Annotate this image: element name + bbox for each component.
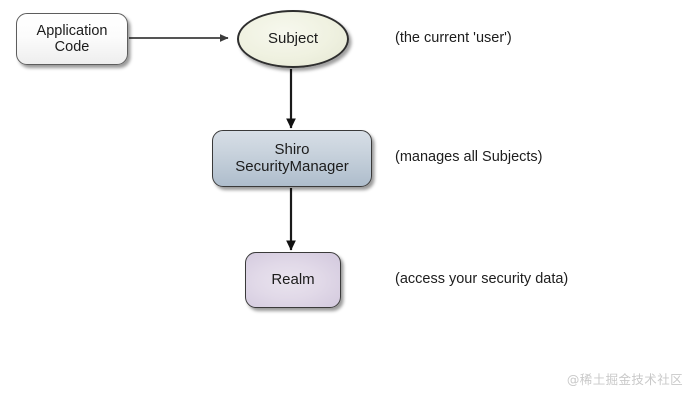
node-subject-label: Subject xyxy=(267,29,319,47)
node-realm-label: Realm xyxy=(271,270,315,288)
caption-realm: (access your security data) xyxy=(395,271,569,287)
node-application-code[interactable]: Application Code xyxy=(16,13,128,65)
node-realm[interactable]: Realm xyxy=(245,252,341,308)
node-subject[interactable]: Subject xyxy=(237,10,349,68)
node-application-code-label: Application Code xyxy=(36,22,108,55)
caption-subject: (the current 'user') xyxy=(395,30,512,46)
node-security-manager[interactable]: Shiro SecurityManager xyxy=(212,130,372,187)
watermark: @稀土掘金技术社区 xyxy=(566,372,683,387)
node-security-manager-label: Shiro SecurityManager xyxy=(235,140,349,175)
caption-security-manager: (manages all Subjects) xyxy=(395,149,543,165)
